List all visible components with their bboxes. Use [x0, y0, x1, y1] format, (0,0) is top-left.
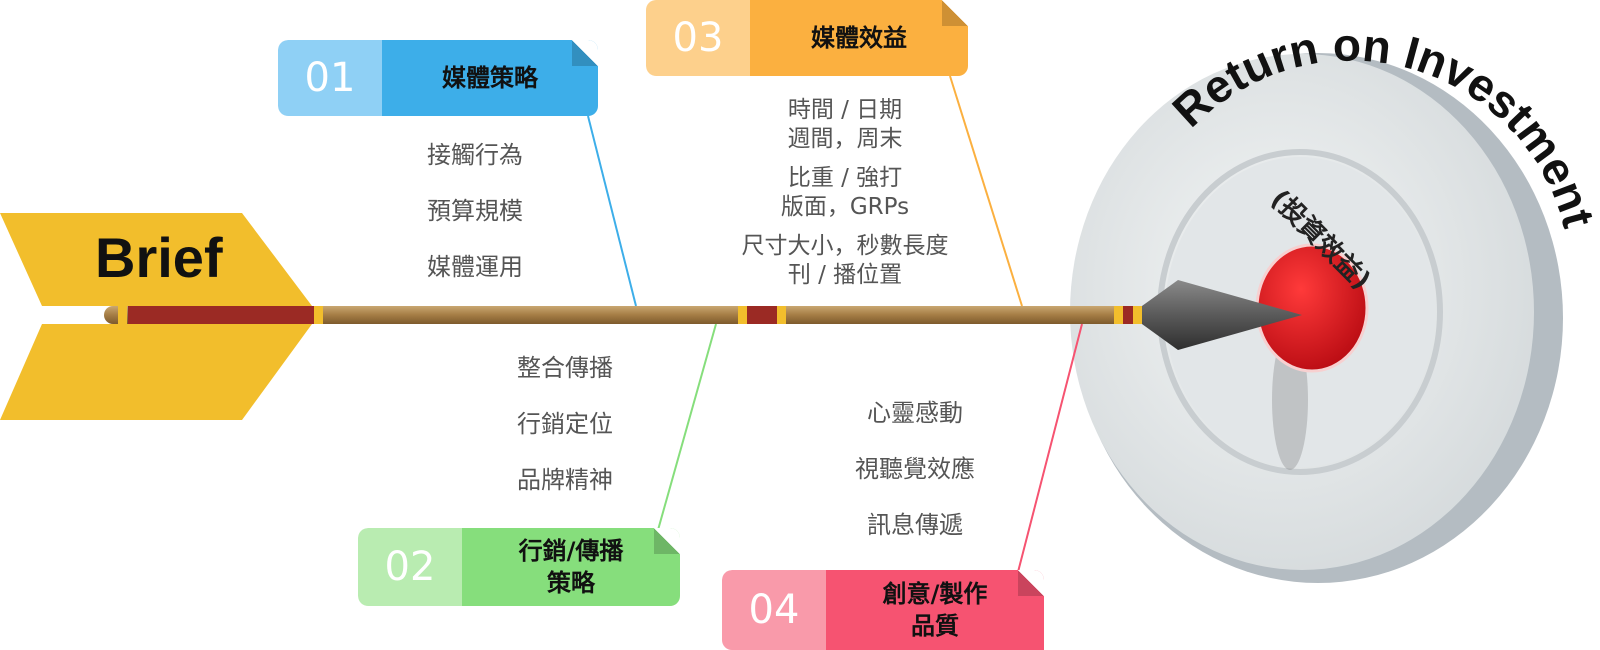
- category-card-04: 04 創意/製作 品質: [722, 570, 1044, 650]
- category-number: 04: [722, 570, 826, 650]
- shaft-band: [747, 306, 777, 324]
- category-title: 媒體策略: [382, 40, 598, 116]
- shaft-band: [128, 306, 314, 324]
- list-item: 媒體運用: [427, 253, 523, 281]
- category-card-02: 02 行銷/傳播 策略: [358, 528, 680, 606]
- connector-02: [657, 323, 717, 531]
- list-item: 比重 / 強打: [787, 165, 903, 191]
- category-number: 01: [278, 40, 382, 116]
- arrow-head: [1142, 280, 1302, 350]
- connector-04: [1017, 323, 1083, 573]
- list-item: 品牌精神: [517, 466, 613, 494]
- page-fold: [572, 40, 598, 66]
- brief-fletching-bottom: [0, 324, 312, 420]
- brief-fletching-top: [0, 213, 312, 306]
- page-fold: [942, 0, 968, 26]
- connector-01: [587, 115, 637, 307]
- shaft-band: [1133, 306, 1142, 324]
- category-card-01: 01 媒體策略: [278, 40, 598, 116]
- list-item: 接觸行為: [427, 141, 523, 169]
- list-item: 預算規模: [427, 197, 523, 225]
- page-fold: [654, 528, 680, 554]
- list-item: 時間 / 日期: [787, 97, 903, 123]
- page-fold: [1018, 570, 1044, 596]
- category-title: 創意/製作 品質: [826, 570, 1044, 650]
- shaft-band: [1114, 306, 1123, 324]
- arrow-shaft: [104, 306, 1194, 324]
- list-item: 版面，GRPs: [780, 194, 910, 220]
- shaft-band: [738, 306, 747, 324]
- shaft-band: [1123, 306, 1133, 324]
- connector-03: [949, 75, 1023, 307]
- list-item: 訊息傳遞: [867, 511, 963, 539]
- brief-label: Brief: [95, 226, 223, 289]
- category-title: 媒體效益: [750, 0, 968, 76]
- list-item: 視聽覺效應: [855, 455, 975, 483]
- category-items-04: 心靈感動 視聽覺效應 訊息傳遞: [835, 385, 995, 553]
- category-card-03: 03 媒體效益: [646, 0, 968, 76]
- shaft-band: [777, 306, 786, 324]
- category-number: 02: [358, 528, 462, 606]
- category-number: 03: [646, 0, 750, 76]
- list-item: 心靈感動: [867, 399, 963, 427]
- category-title: 行銷/傳播 策略: [462, 528, 680, 606]
- category-items-03: 時間 / 日期 週間，周末 比重 / 強打 版面，GRPs 尺寸大小，秒數長度 …: [720, 96, 970, 290]
- list-item: 週間，周末: [787, 126, 903, 152]
- list-item: 整合傳播: [517, 354, 613, 382]
- list-item: 尺寸大小，秒數長度: [741, 233, 949, 259]
- shaft-band: [118, 306, 127, 324]
- list-item: 行銷定位: [517, 410, 613, 438]
- category-items-02: 整合傳播 行銷定位 品牌精神: [490, 340, 640, 508]
- shaft-band: [314, 306, 323, 324]
- category-items-01: 接觸行為 預算規模 媒體運用: [400, 127, 550, 295]
- list-item: 刊 / 播位置: [787, 262, 903, 288]
